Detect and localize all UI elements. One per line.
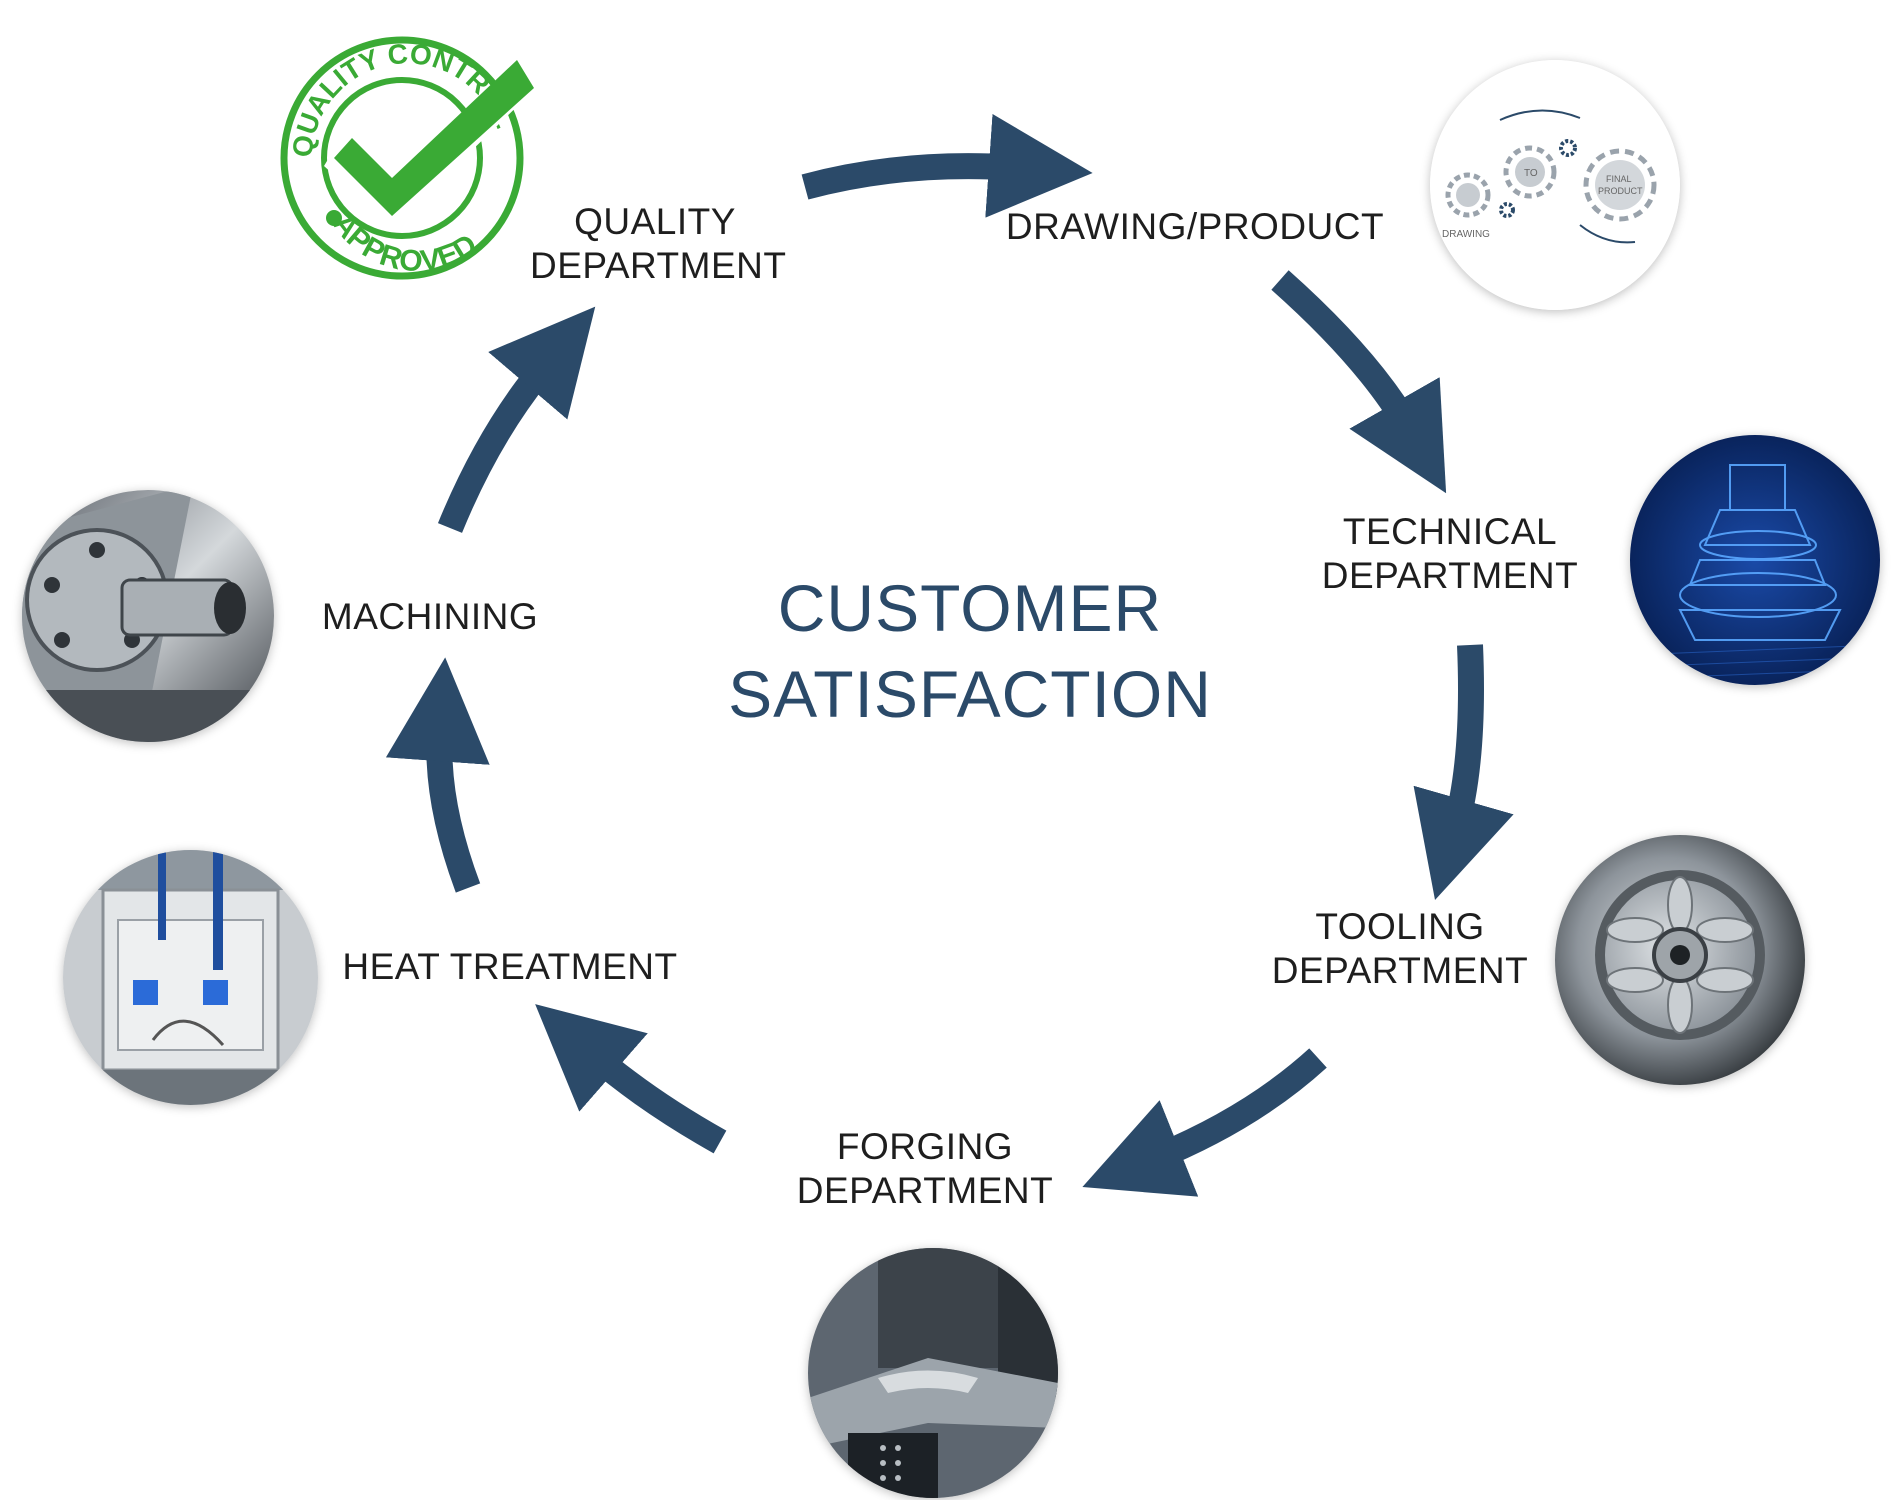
technical-blueprint-photo (1630, 435, 1880, 685)
svg-text:APPROVED: APPROVED (326, 207, 483, 278)
center-title-line1: CUSTOMER (777, 571, 1163, 645)
drawing-gears-photo: DRAWING TO FINAL PRODUCT (1430, 60, 1680, 310)
quality-label-line1: QUALITY (574, 201, 736, 242)
stage-label-forging: FORGING DEPARTMENT (795, 1125, 1055, 1213)
tooling-label-line1: TOOLING (1315, 906, 1485, 947)
tooling-die-photo (1555, 835, 1805, 1085)
arrow-drawing-to-technical (1271, 270, 1447, 494)
arrow-technical-to-tooling (1413, 644, 1514, 901)
forging-label-line2: DEPARTMENT (796, 1170, 1054, 1211)
badge-bottom-text: APPROVED (326, 207, 483, 278)
tooling-label-line2: DEPARTMENT (1271, 950, 1529, 991)
arrow-tooling-to-forging (1082, 1048, 1327, 1197)
gear-label-final: FINAL (1606, 174, 1632, 184)
center-title: CUSTOMER SATISFACTION (690, 565, 1250, 737)
forging-press-photo (808, 1248, 1058, 1498)
gear-label-to: TO (1524, 168, 1538, 179)
quality-approved-badge-icon: QUALITY CONTROL APPROVED (280, 36, 534, 280)
stage-label-heat-treatment: HEAT TREATMENT (340, 945, 680, 989)
stage-label-machining: MACHINING (305, 595, 555, 639)
technical-label-line1: TECHNICAL (1342, 511, 1558, 552)
stage-label-drawing: DRAWING/PRODUCT (1005, 205, 1385, 249)
arrow-quality-to-drawing (801, 113, 1093, 218)
forging-label-line1: FORGING (836, 1126, 1014, 1167)
center-title-line2: SATISFACTION (728, 657, 1212, 731)
technical-label-line2: DEPARTMENT (1321, 555, 1579, 596)
heat-label-line1: HEAT TREATMENT (342, 946, 678, 987)
arrow-heat-to-machining (385, 657, 490, 893)
gear-label-product: PRODUCT (1598, 186, 1643, 196)
machining-label-line1: MACHINING (321, 596, 539, 637)
machining-lathe-photo (22, 490, 274, 742)
stage-label-tooling: TOOLING DEPARTMENT (1270, 905, 1530, 993)
stage-label-technical: TECHNICAL DEPARTMENT (1320, 510, 1580, 598)
quality-label-line2: DEPARTMENT (530, 245, 787, 286)
arrow-machining-to-quality (437, 306, 596, 533)
arrow-forging-to-heat (535, 1004, 727, 1154)
heat-treatment-furnace-photo (63, 850, 318, 1105)
stage-label-quality: QUALITY DEPARTMENT (530, 200, 787, 288)
drawing-label-line1: DRAWING/PRODUCT (1005, 206, 1385, 247)
gear-label-drawing: DRAWING (1442, 229, 1490, 240)
